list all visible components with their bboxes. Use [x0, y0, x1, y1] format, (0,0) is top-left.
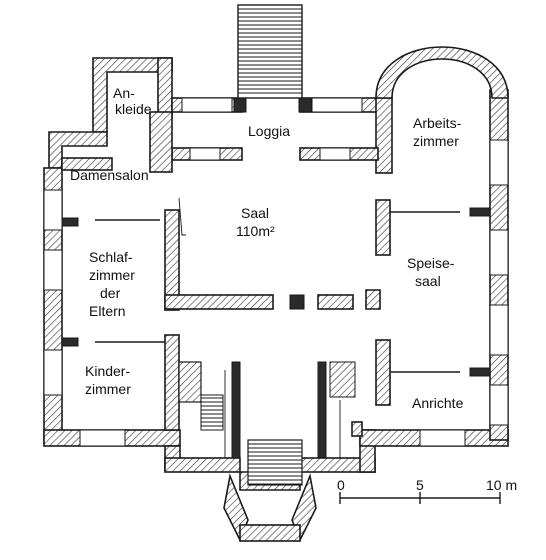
- room-label-anrichte: Anrichte: [412, 395, 464, 411]
- room-label-arbeitszimmer: Arbeits- zimmer: [413, 115, 465, 149]
- room-label-ankleide: An- kleide: [113, 85, 152, 117]
- room-label-damensalon: Damensalon: [70, 167, 149, 183]
- stair-treads: [201, 8, 302, 485]
- room-label-loggia: Loggia: [248, 123, 290, 139]
- room-label-kinderzimmer: Kinder- zimmer: [85, 363, 134, 397]
- scale-tick-label: 0: [337, 477, 345, 493]
- room-label-schlafzimmer: Schlaf- zimmer der Eltern: [89, 249, 139, 319]
- interior-walls: [61, 111, 491, 486]
- scale-bar: 0 5 10 m: [337, 477, 517, 504]
- openings: [43, 97, 509, 447]
- room-label-speisesaal: Speise- saal: [407, 255, 458, 289]
- scale-tick-label: 10 m: [486, 477, 517, 493]
- scale-tick-label: 5: [416, 477, 424, 493]
- room-label-saal: Saal 110m²: [236, 205, 275, 239]
